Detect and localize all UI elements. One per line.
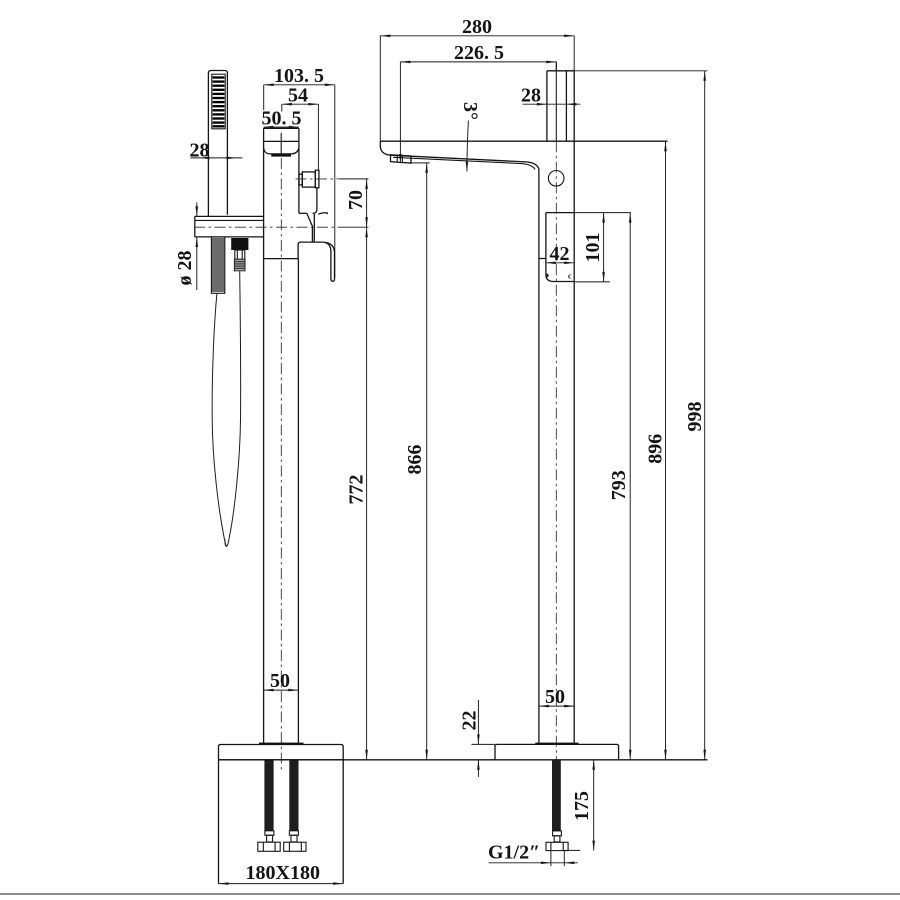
svg-text:28: 28 (521, 85, 541, 107)
svg-text:280: 280 (462, 16, 492, 38)
svg-text:c: c (568, 272, 572, 281)
svg-text:ø 28: ø 28 (174, 251, 196, 286)
svg-text:896: 896 (645, 434, 667, 464)
svg-text:G1/2″: G1/2″ (488, 842, 540, 864)
svg-text:22: 22 (459, 711, 481, 731)
svg-text:793: 793 (608, 470, 630, 500)
svg-text:998: 998 (684, 402, 706, 432)
svg-text:103. 5: 103. 5 (274, 65, 324, 87)
svg-text:50: 50 (545, 686, 565, 708)
svg-text:28: 28 (190, 140, 210, 162)
svg-text:101: 101 (582, 233, 604, 263)
svg-text:226. 5: 226. 5 (454, 42, 504, 64)
svg-text:54: 54 (288, 85, 308, 107)
svg-text:3°: 3° (459, 102, 481, 120)
svg-text:180X180: 180X180 (246, 862, 320, 884)
svg-text:50. 5: 50. 5 (262, 108, 302, 130)
svg-text:175: 175 (571, 791, 593, 821)
svg-text:866: 866 (404, 445, 426, 475)
svg-text:50: 50 (270, 670, 290, 692)
svg-text:70: 70 (345, 190, 367, 210)
svg-text:772: 772 (346, 475, 368, 505)
svg-text:42: 42 (550, 243, 570, 265)
